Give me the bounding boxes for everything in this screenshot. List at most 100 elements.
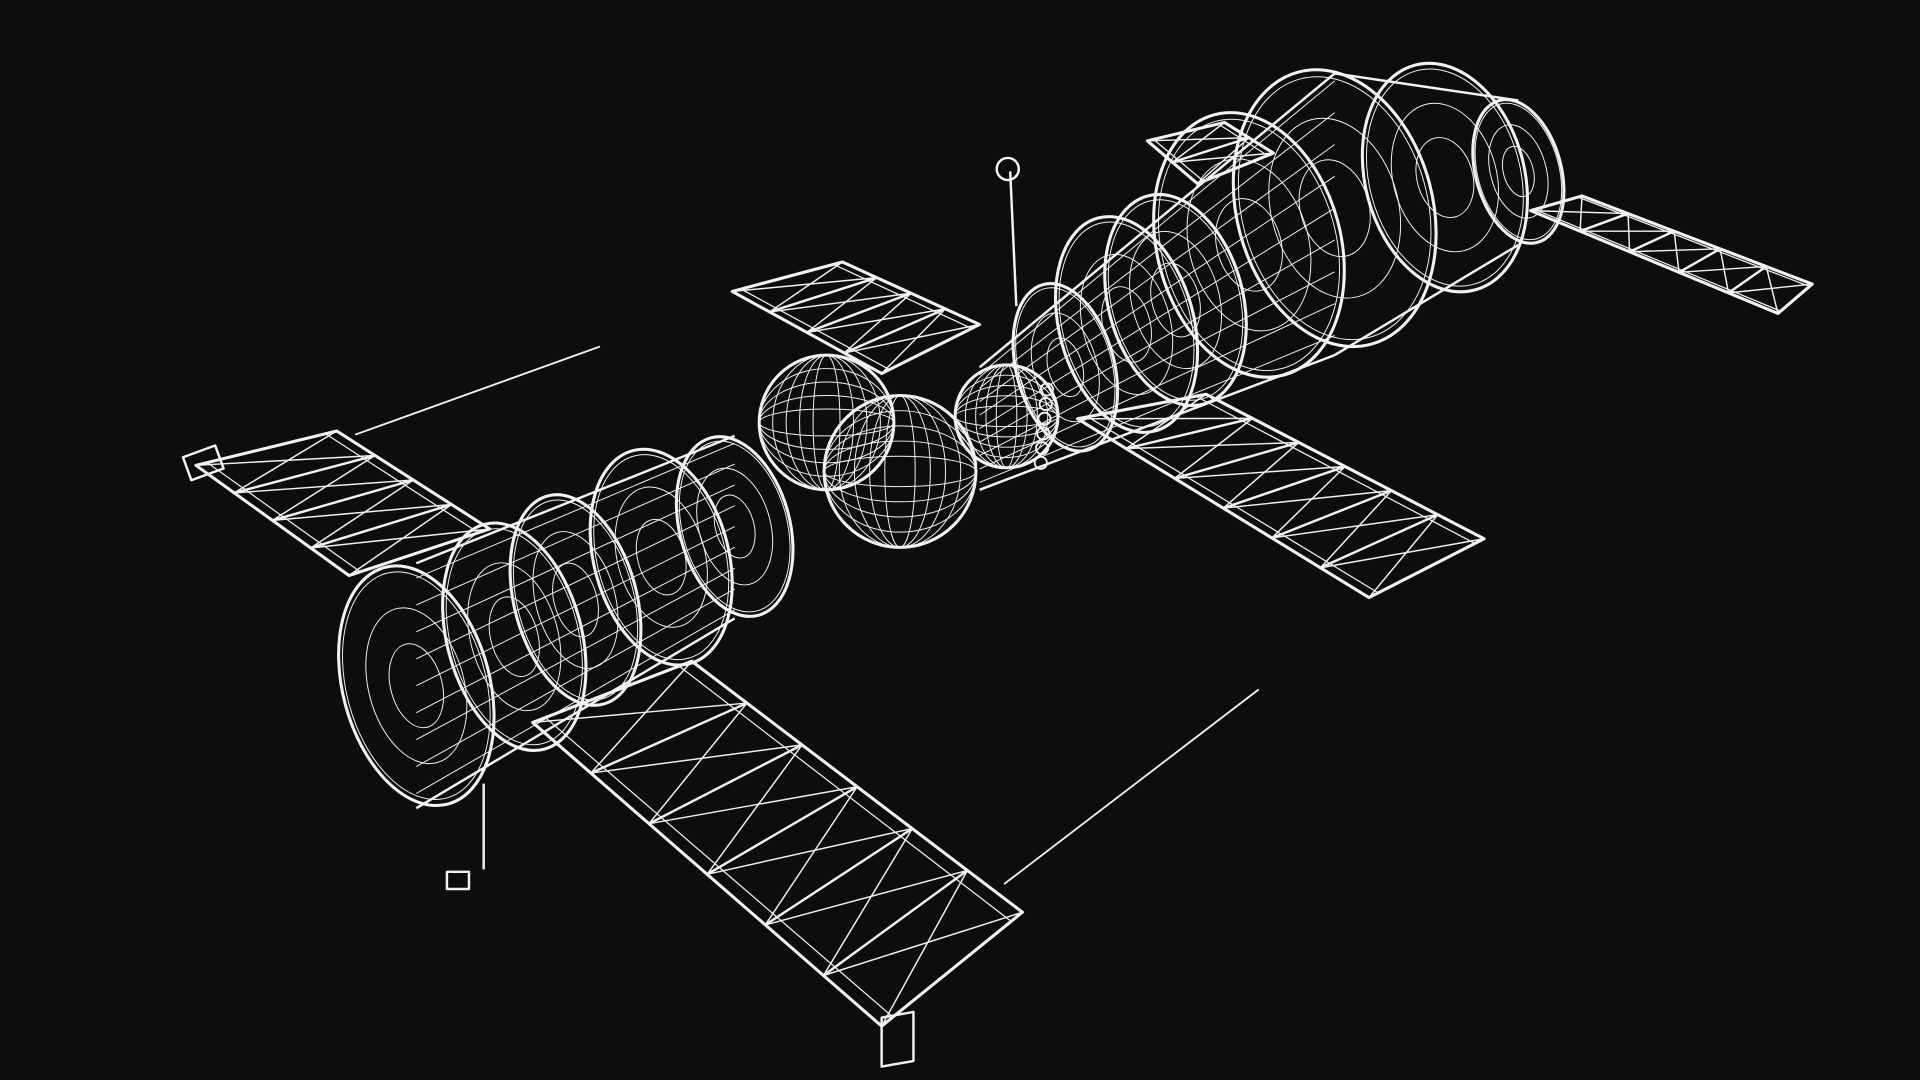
panel-truss [1320,538,1485,569]
hull-ring-inner [1488,124,1549,219]
panel-rib [880,911,1024,1028]
mast [1008,171,1018,307]
panel-truss [1147,137,1250,142]
hull-ring-inner [593,454,730,661]
antenna-lines [181,156,1260,1068]
panel-truss [806,308,946,334]
panel-truss [272,454,376,522]
hull-edge [415,434,736,565]
sphere-parallel [823,410,977,533]
hull-ring [588,447,734,667]
hull-ring [337,564,496,808]
hull-stringer [416,588,735,767]
hull-stringer [416,442,735,579]
hull-stringer [979,112,1335,389]
dish-antenna [995,156,1020,182]
hull-edge [978,72,1336,369]
station-body [337,61,1566,810]
panel-truss [310,528,490,549]
panel-rib [648,743,803,825]
panel-truss [1728,283,1813,294]
sphere-parallel [954,374,1059,458]
panel-truss [769,292,912,313]
panel-truss [1125,393,1207,450]
hull-ring-inner [1237,76,1432,341]
hull-ring-inner [1415,137,1475,219]
hull-edge [415,617,736,810]
hull-ring [1471,98,1566,245]
panel-truss [706,744,803,875]
panel-rib [1579,212,1629,233]
panel-truss [648,702,748,825]
panel-rib [806,292,912,334]
panel-truss [234,479,414,494]
hull-stringer [979,271,1335,456]
panel-rib [1077,393,1207,420]
hull-ring [508,493,643,707]
panel-truss [1223,489,1392,509]
panel-truss [844,323,980,354]
panel-truss [1368,514,1439,599]
panel-truss [765,869,968,926]
panel-truss [880,870,968,1027]
hull-ring-inner [488,596,540,678]
panel-truss [1172,121,1225,163]
hull-ring-inner [1058,221,1195,428]
panel-truss [1530,209,1629,215]
hull-ring-inner [365,607,468,765]
hull-stringer [979,144,1335,403]
hull-ring-inner [1150,262,1201,338]
hull-edge [979,353,1336,491]
panel-end-plate-left [181,444,225,482]
panel-rib [1172,136,1250,164]
panel-truss [1579,195,1583,232]
hull-ring [1360,61,1529,294]
panel-rib [822,869,969,977]
panel-rib [764,827,913,926]
hull-ring-inner [445,528,583,746]
panel-truss [1678,265,1767,274]
panel-truss [195,454,376,467]
hull-ring-inner [713,494,756,559]
panel-rib [348,527,491,577]
panel-rib [1222,465,1346,510]
hull-ring [1231,68,1438,349]
hull-ring-inner [1079,253,1174,396]
porthole [1037,411,1052,426]
panel-truss [764,786,858,926]
panel-rib [233,454,376,495]
hull-stringer [416,609,735,794]
hull-ring-inner [552,562,599,638]
panel-rib [1678,247,1721,274]
porthole [1035,441,1050,456]
porthole [1039,382,1054,397]
panel-truss [843,292,912,354]
panel-truss [310,479,414,549]
panel-truss [1765,266,1779,314]
hull-ring [441,521,588,752]
antenna-line-left [354,345,601,436]
panel-rib [1319,513,1439,569]
hull-stringer [416,567,735,741]
hull-ring-inner [342,571,491,801]
panel-rib [1727,265,1767,294]
panel-truss [1174,417,1253,479]
hull-ring-inner [1268,117,1402,299]
hull-ring-inner [1474,102,1563,241]
hull-ring-inner [1390,102,1500,253]
hull-ring-inner [388,643,445,729]
sphere-meridian [964,364,1049,469]
sphere-parallel [758,368,895,477]
panel-end-plate [880,1010,915,1068]
panel-truss [1174,465,1346,480]
hull-ring-inner [1365,68,1524,287]
hull-ring-inner [1107,199,1244,401]
hull-stringer [416,484,735,633]
panel-rib [1530,194,1583,212]
panel-truss [590,660,693,774]
porthole [1033,455,1048,470]
hull-ring-inner [1101,286,1152,363]
panel-truss [233,430,338,494]
panel-rib [590,701,748,775]
